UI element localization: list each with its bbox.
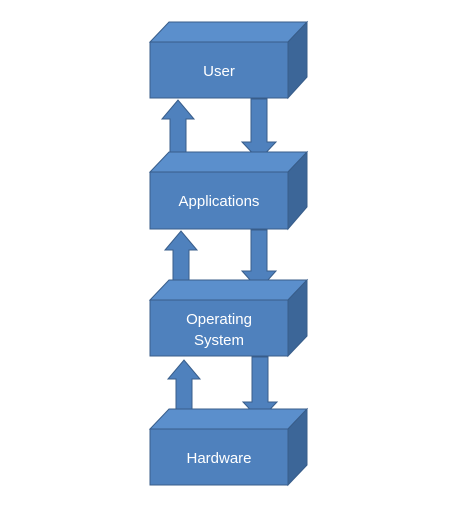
layer-label-user: User bbox=[203, 63, 235, 80]
layer-label-operating-system-line2: System bbox=[194, 332, 244, 349]
layer-box-hardware: Hardware bbox=[148, 407, 309, 487]
layer-box-applications: Applications bbox=[148, 150, 309, 231]
layer-label-operating-system: Operating bbox=[186, 311, 252, 328]
layer-box-user: User bbox=[148, 20, 309, 100]
layer-label-applications: Applications bbox=[179, 193, 260, 210]
layer-label-hardware: Hardware bbox=[186, 450, 251, 467]
arrow-down-user-to-applications bbox=[240, 98, 278, 161]
layer-box-operating-system: Operating System bbox=[148, 278, 309, 358]
